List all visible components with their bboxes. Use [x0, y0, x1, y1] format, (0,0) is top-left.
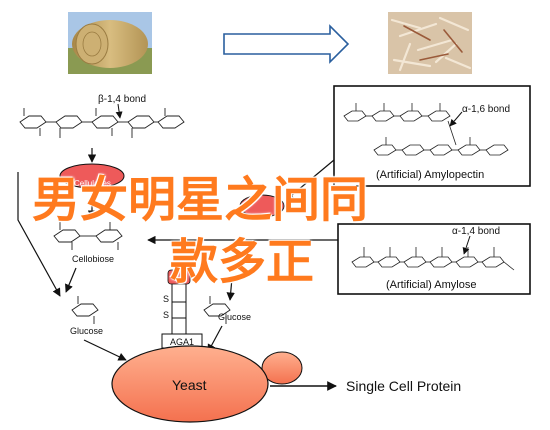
cellobiose-label: Cellobiose	[72, 254, 114, 264]
cellulases-enzyme	[59, 163, 125, 189]
arrow-left-chain-to-glucose	[17, 172, 61, 297]
arrow-enzyme-to-glucose	[226, 277, 235, 301]
overlay-line-1: 男女明星之间同	[32, 172, 369, 228]
hollow-arrow-icon	[223, 24, 350, 64]
arrow-cellobiose-to-glucose	[65, 267, 77, 293]
cellulose-structure	[19, 108, 185, 138]
hay-bale-image	[68, 12, 152, 74]
amylopectin-label: (Artificial) Amylopectin	[376, 169, 484, 181]
arrow-amylopectin-to-enzyme	[285, 159, 335, 201]
glucose-center-structure	[203, 296, 231, 324]
disulfide-s2: S	[163, 310, 169, 320]
cellobiose-structure	[53, 222, 123, 250]
glucose-left-structure	[71, 296, 99, 324]
amylose-label: (Artificial) Amylose	[386, 279, 476, 291]
single-cell-protein-label: Single Cell Protein	[346, 378, 461, 394]
glucose-center-label: Glucose	[218, 312, 251, 322]
disulfide-s1: S	[163, 294, 169, 304]
aga1-label: AGA1	[170, 337, 194, 347]
yeast-bud	[261, 351, 303, 385]
cellulases-label: Cellulases	[74, 179, 111, 188]
amylose-box: α-1,4 bond (Artificial) Amylose	[337, 223, 531, 295]
beta-bond-pointer	[115, 103, 123, 119]
enzyme-anchor	[167, 269, 191, 334]
amylopectin-box: α-1,6 bond (Artificial) Amylopectin	[333, 85, 531, 187]
alpha16-bond-label: α-1,6 bond	[462, 104, 510, 115]
glucose-left-label: Glucose	[70, 326, 103, 336]
yeast-cell	[111, 345, 269, 423]
overlay-line-2: 款多正	[170, 234, 315, 290]
alpha16-bond-pointer	[449, 111, 463, 127]
starch-image	[388, 12, 472, 74]
amylases-enzyme	[239, 194, 285, 218]
alpha14-bond-pointer	[462, 235, 471, 255]
beta-bond-label: β-1,4 bond	[98, 94, 146, 105]
alpha14-bond-label: α-1,4 bond	[452, 226, 500, 237]
arrow-glucose-to-yeast	[83, 339, 127, 361]
yeast-label: Yeast	[172, 377, 207, 393]
